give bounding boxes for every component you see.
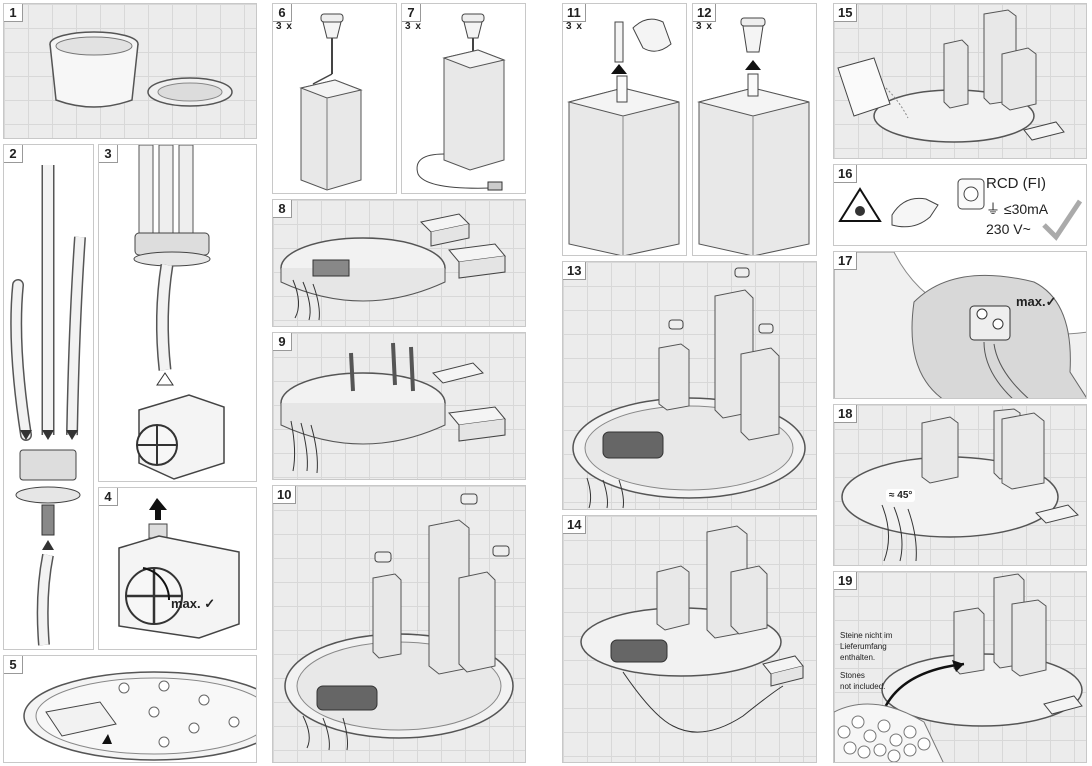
step-15-panel: 15 — [833, 3, 1087, 159]
flow-regulator-closeup-illustration — [834, 252, 1086, 398]
step-17-panel: 17 max.✓ — [833, 251, 1087, 399]
note-line: Lieferumfang — [840, 642, 887, 651]
voltage-label: 230 V~ — [986, 221, 1031, 237]
connect-transformer-illustration — [580, 525, 804, 733]
step-16-panel: 16 RCD (FI) ⏚ ≤30mA 230 V~ — [833, 164, 1087, 246]
pump-distributor-illustration — [133, 145, 225, 480]
pump-flow-adjust-illustration — [118, 498, 240, 639]
quantity-label: 3 x — [696, 21, 713, 32]
step-10-panel: 10 — [272, 485, 526, 763]
light-into-stone-top-illustration — [697, 17, 810, 255]
step-number: 16 — [834, 165, 858, 183]
basin-and-lid-illustration — [49, 31, 233, 108]
step-6-panel: 6 3 x — [272, 3, 397, 194]
note-line: not included. — [840, 682, 886, 691]
rcd-current-label: ⏚ ≤30mA — [986, 201, 1049, 217]
step-8-panel: 8 — [272, 199, 526, 327]
basin-lid-cover-illustration — [23, 671, 256, 761]
step-2-panel: 2 — [3, 144, 94, 650]
cable-angle-illustration — [841, 408, 1079, 562]
step-number: 3 — [99, 145, 118, 163]
light-mounted-stone-illustration — [416, 13, 506, 191]
stones-decoration-illustration — [834, 573, 1083, 762]
step-number: 6 — [273, 4, 292, 22]
stones-note-de: Steine nicht im Lieferumfang enthalten. — [840, 630, 892, 663]
step-number: 8 — [273, 200, 292, 218]
max-label: max. ✓ — [171, 596, 216, 611]
step-number: 15 — [834, 4, 858, 22]
rcd-label: RCD (FI) — [986, 175, 1046, 192]
angle-label: ≈ 45° — [886, 489, 916, 502]
step-number: 11 — [563, 4, 586, 22]
hoses-through-lid-illustration — [280, 342, 506, 474]
note-line: enthalten. — [840, 653, 876, 662]
step-number: 9 — [273, 333, 292, 351]
fill-water-illustration — [837, 9, 1065, 143]
note-line: Stones — [840, 671, 865, 680]
step-number: 18 — [834, 405, 858, 423]
step-number: 2 — [4, 145, 23, 163]
step-19-panel: 19 Steine nicht im Lieferumfang enthalte… — [833, 571, 1087, 763]
step-number: 10 — [273, 486, 297, 504]
step-number: 14 — [563, 516, 587, 534]
assembled-fountain-illustration — [572, 267, 806, 509]
step-9-panel: 9 — [272, 332, 526, 480]
light-into-stone-illustration — [299, 13, 363, 191]
step-1-panel: 1 — [3, 3, 257, 139]
quantity-label: 3 x — [405, 21, 422, 32]
max-label: max.✓ — [1016, 294, 1057, 309]
stones-onto-lid-illustration — [284, 493, 514, 751]
electrical-safety-illustration — [838, 178, 1083, 241]
step-12-panel: 12 3 x — [692, 3, 817, 256]
pump-in-basin-illustration — [280, 213, 506, 321]
step-number: 1 — [4, 4, 23, 22]
quantity-label: 3 x — [566, 21, 583, 32]
step-18-panel: 18 ≈ 45° — [833, 404, 1087, 566]
quantity-label: 3 x — [276, 21, 293, 32]
note-line: Steine nicht im — [840, 631, 893, 640]
step-3-panel: 3 — [98, 144, 257, 482]
step-5-panel: 5 — [3, 655, 257, 763]
step-14-panel: 14 — [562, 515, 817, 763]
step-number: 17 — [834, 252, 858, 270]
hose-distributor-illustration — [10, 165, 86, 646]
step-number: 5 — [4, 656, 23, 674]
step-13-panel: 13 — [562, 261, 817, 510]
step-4-panel: 4 max. ✓ — [98, 487, 257, 650]
step-7-panel: 7 3 x — [401, 3, 526, 194]
step-number: 19 — [834, 572, 858, 590]
step-number: 13 — [563, 262, 587, 280]
step-11-panel: 11 3 x — [562, 3, 687, 256]
step-number: 4 — [99, 488, 118, 506]
stones-note-en: Stones not included. — [840, 670, 885, 692]
hose-into-stone-illustration — [567, 18, 680, 255]
step-number: 7 — [402, 4, 421, 22]
step-number: 12 — [693, 4, 717, 22]
